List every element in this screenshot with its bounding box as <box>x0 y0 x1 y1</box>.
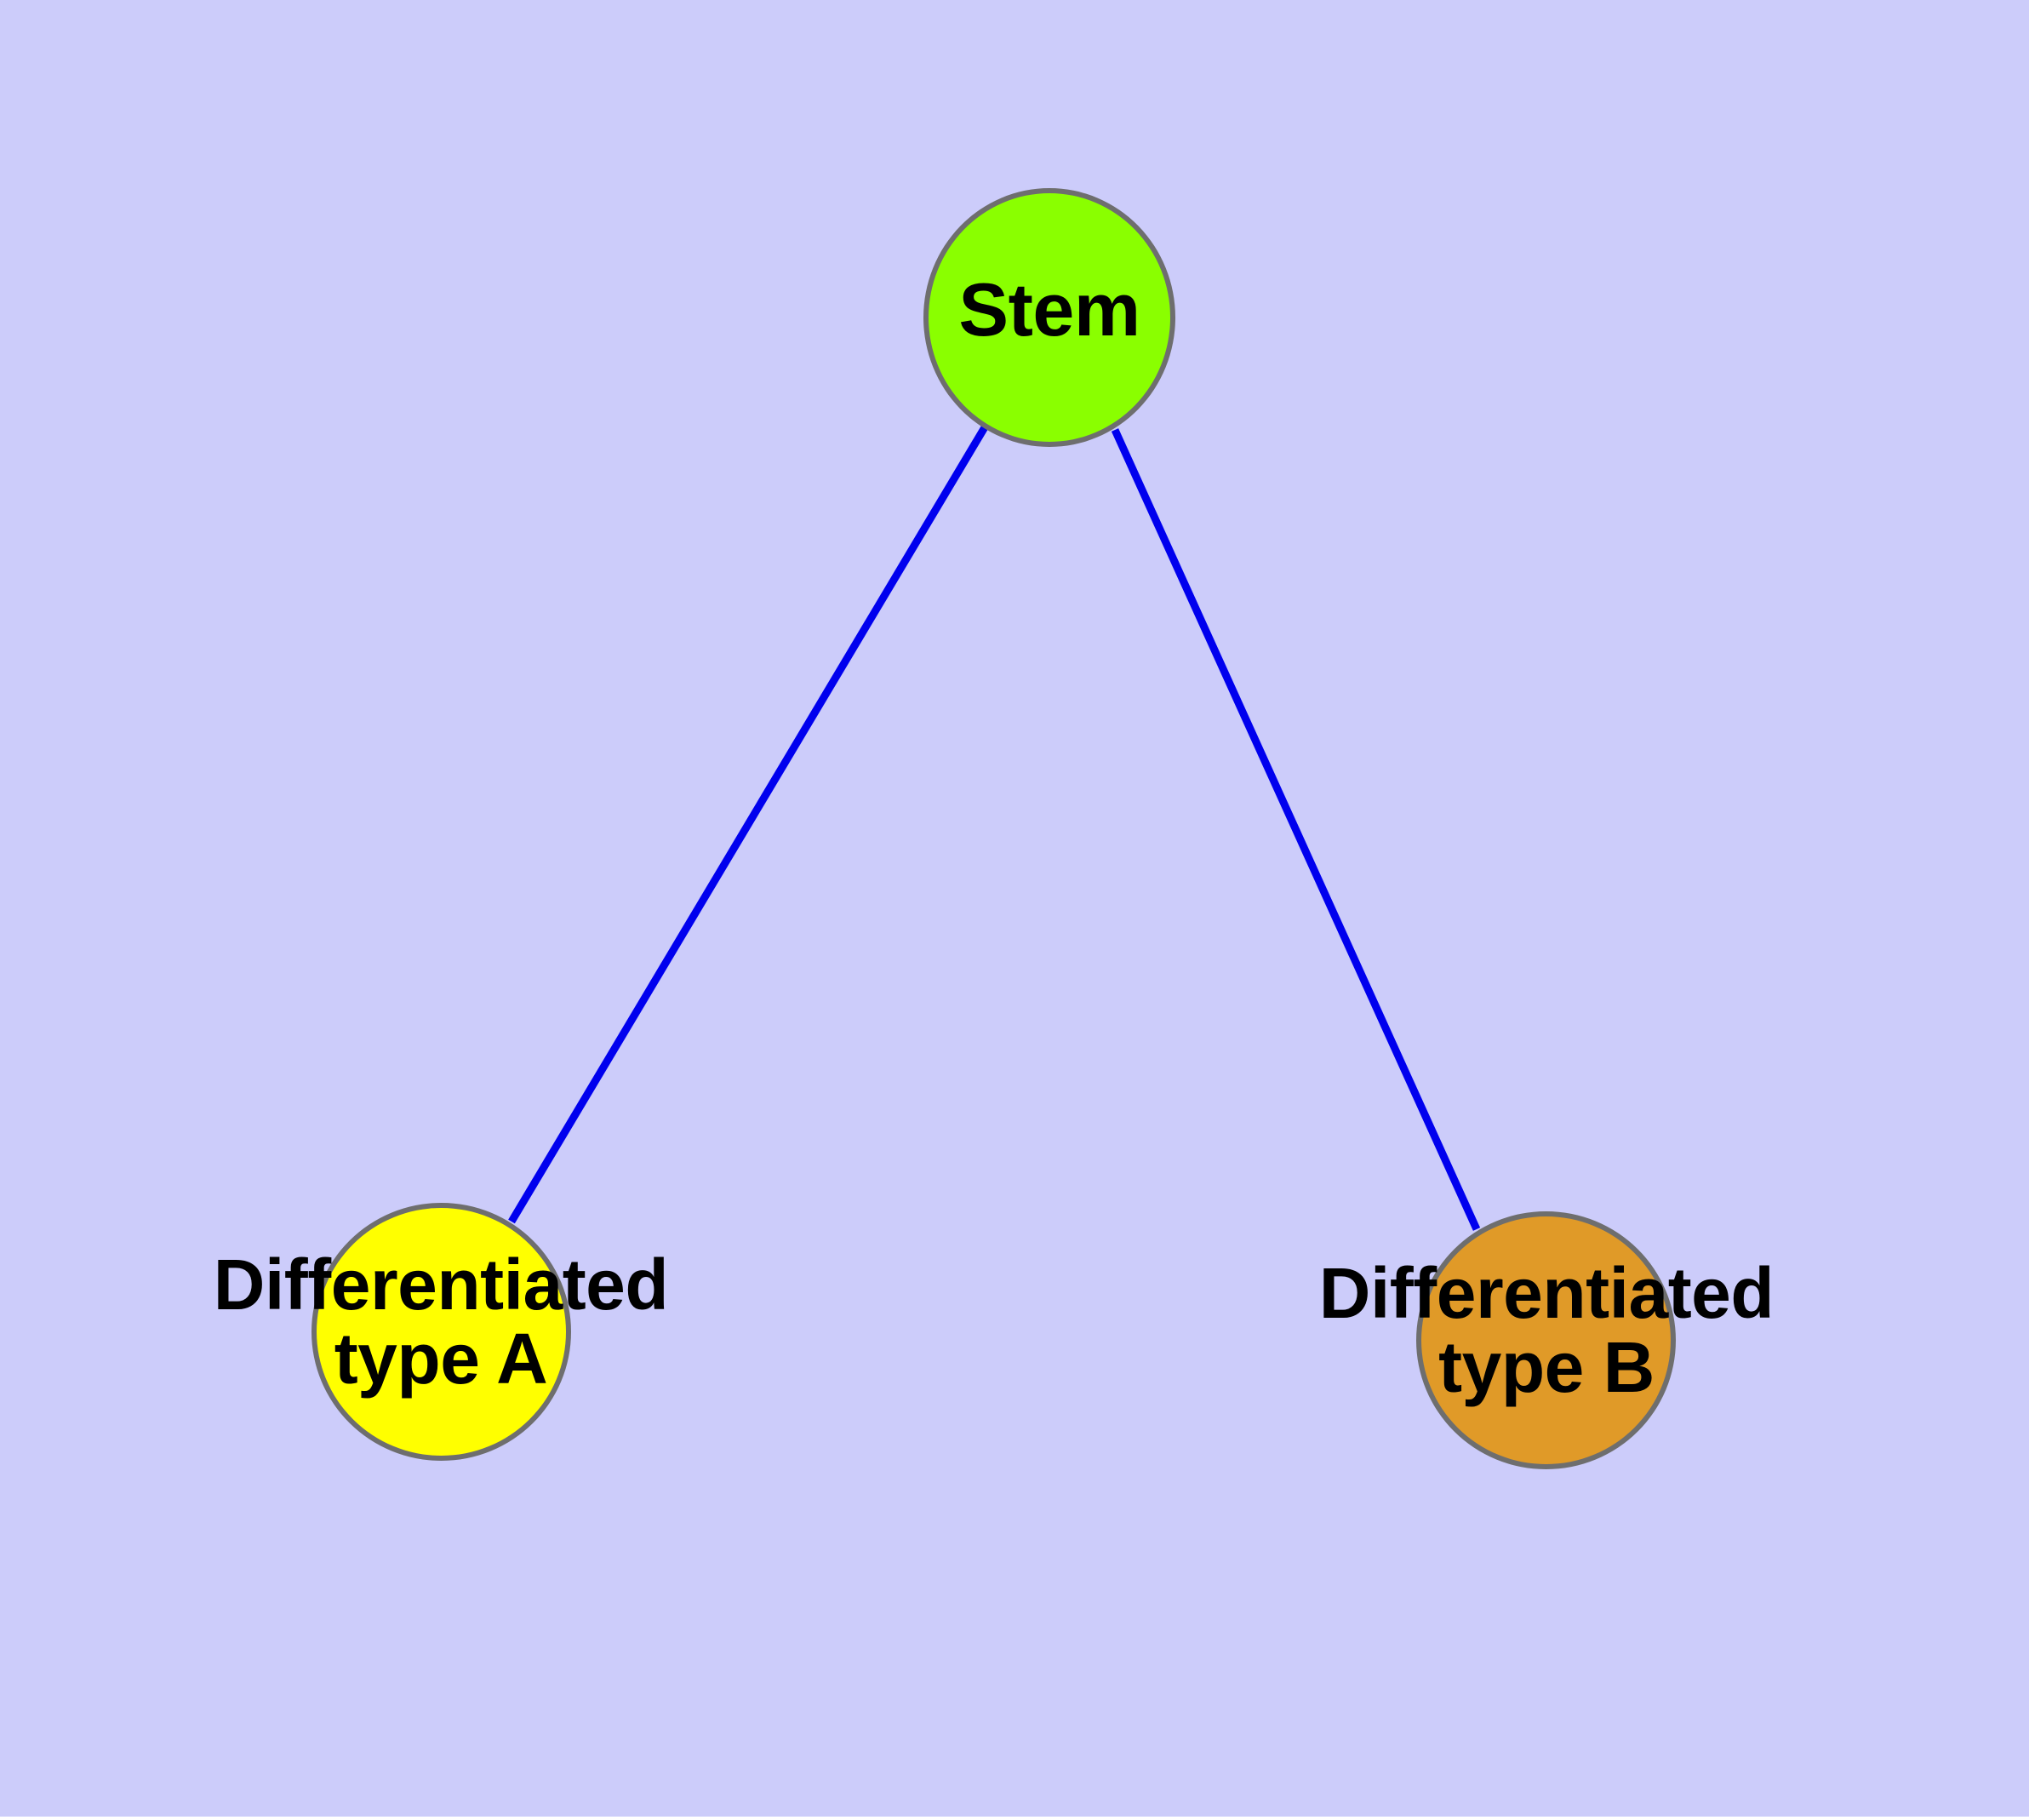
node-differentiated-type-a[interactable] <box>311 1203 571 1461</box>
edge-stem-to-type-a <box>508 425 988 1224</box>
node-differentiated-type-b[interactable] <box>1416 1211 1676 1469</box>
edge-stem-to-type-b <box>1111 428 1481 1231</box>
node-stem[interactable] <box>923 188 1175 447</box>
